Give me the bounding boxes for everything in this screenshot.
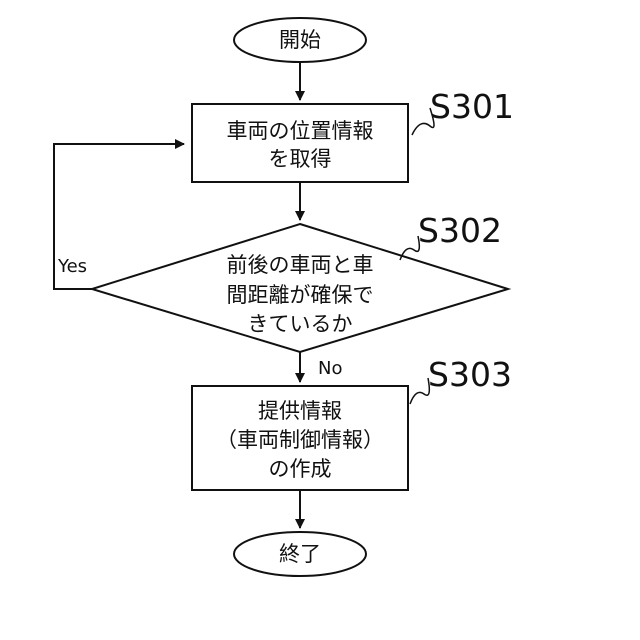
decision-s302-id: S302 [418, 211, 502, 250]
decision-s302-line-2: 間距離が確保で [227, 283, 374, 307]
step-s303: 提供情報 （車両制御情報） の作成 S303 [192, 355, 512, 490]
step-s303-line-3: の作成 [269, 457, 332, 481]
step-s301-line-1: 車両の位置情報 [227, 119, 374, 143]
step-s303-id: S303 [428, 355, 512, 394]
decision-s302-line-1: 前後の車両と車 [227, 253, 374, 277]
end-label: 終了 [279, 542, 321, 566]
yes-branch-label: Yes [57, 256, 87, 277]
decision-s302: 前後の車両と車 間距離が確保で きているか S302 Yes No [57, 211, 508, 379]
decision-s302-line-3: きているか [248, 312, 353, 336]
end-terminal: 終了 [234, 532, 366, 576]
step-s303-line-1: 提供情報 [258, 399, 342, 423]
step-s301: 車両の位置情報 を取得 S301 [192, 87, 514, 182]
step-s301-line-2: を取得 [269, 147, 332, 171]
step-s303-callout [410, 378, 429, 404]
start-label: 開始 [279, 28, 321, 52]
no-branch-label: No [318, 358, 342, 379]
start-terminal: 開始 [234, 18, 366, 62]
step-s303-line-2: （車両制御情報） [216, 428, 384, 452]
step-s301-id: S301 [430, 87, 514, 126]
